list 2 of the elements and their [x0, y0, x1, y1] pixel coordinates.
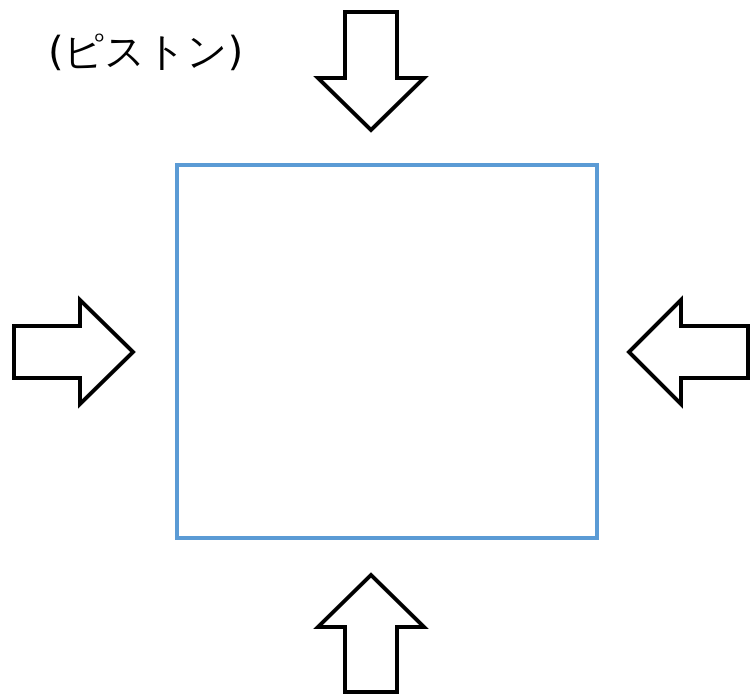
part-label: (ピストン)	[48, 28, 244, 77]
container-box	[175, 163, 599, 540]
